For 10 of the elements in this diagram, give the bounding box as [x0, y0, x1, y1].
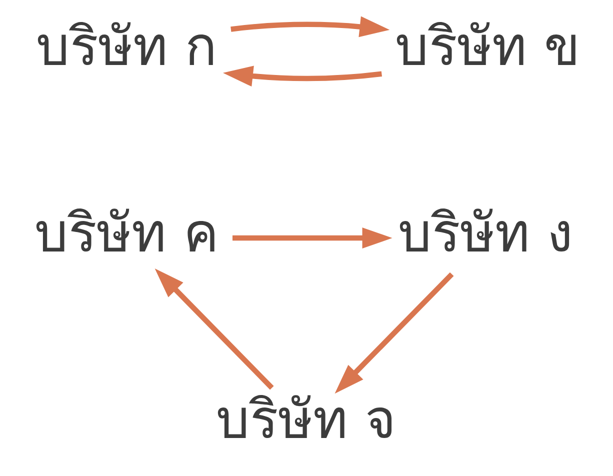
node-text: บริษัท ค [34, 203, 218, 264]
arrow [334, 272, 454, 394]
arrow [230, 16, 390, 38]
arrow [222, 66, 382, 87]
node-text: บริษัท ง [398, 203, 573, 264]
node-text: บริษัท ข [394, 16, 580, 78]
node-text: บริษัท จ [216, 390, 396, 451]
arrow [232, 228, 392, 248]
arrow [154, 268, 274, 390]
node-text: บริษัท ก [36, 16, 217, 78]
